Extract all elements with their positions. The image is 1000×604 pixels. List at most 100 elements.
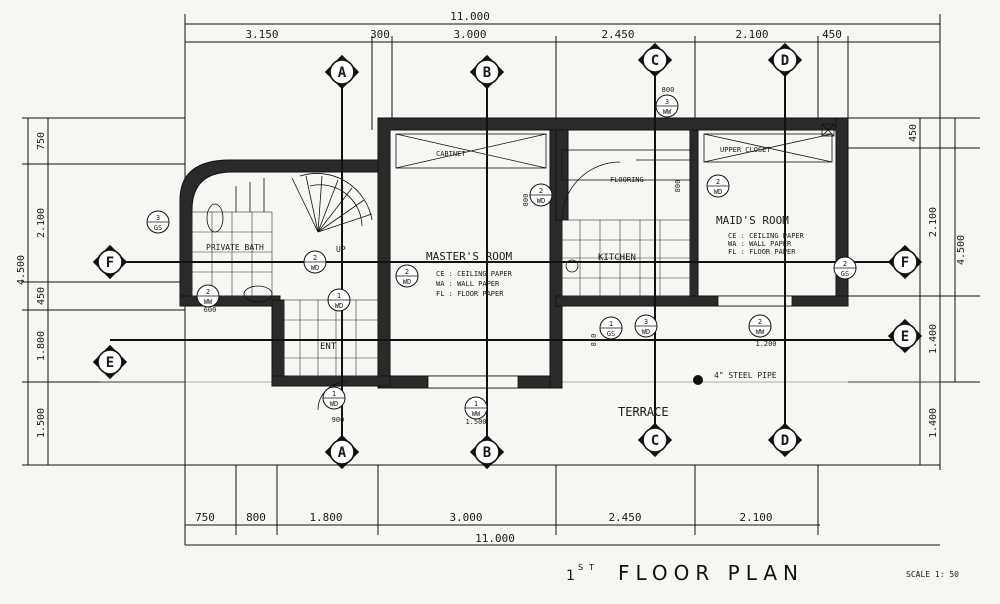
label-cabinet: CABINET	[436, 150, 466, 158]
room-note: FL : FLOOR PAPER	[436, 290, 504, 298]
dim-bottom: 800	[246, 511, 266, 524]
room-label-master: MASTER'S ROOM	[426, 250, 512, 263]
grid-label: F	[106, 255, 114, 271]
dim-right: 2.100	[928, 207, 939, 237]
label-flooring: FLOORING	[610, 176, 644, 184]
tag-dim: 810	[590, 334, 598, 347]
tag-num: 3	[156, 214, 160, 222]
tag-dim: 800	[674, 180, 682, 193]
grid-marker-a-bottom	[324, 434, 360, 470]
label-steel-pipe: 4" STEEL PIPE	[714, 371, 777, 380]
dim-left-total: 4.500	[16, 255, 27, 285]
title-floor-number: 1	[566, 568, 581, 584]
label-stairs-up: UP	[336, 245, 346, 254]
grid-label: B	[483, 65, 491, 81]
tag-num: 1	[332, 390, 336, 398]
tag-type: WD	[330, 400, 338, 408]
dim-left: 1.500	[36, 408, 47, 438]
room-note: CE : CEILING PAPER	[728, 232, 805, 240]
room-note: WA : WALL PAPER	[728, 240, 792, 248]
label-upper-closet: UPPER CLOSET	[720, 146, 771, 154]
tag-type: WW	[204, 298, 213, 306]
tag-num: 2	[313, 254, 317, 262]
tag-num: 1	[609, 320, 613, 328]
dim-bottom: 2.100	[739, 511, 772, 524]
title-text: FLOOR PLAN	[618, 561, 804, 585]
dim-top: 450	[822, 28, 842, 41]
grid-marker-d-top	[767, 42, 803, 78]
room-label-kitchen: KITCHEN	[598, 253, 636, 263]
grid-label: D	[781, 53, 789, 69]
tag-type: WW	[663, 108, 672, 116]
title-scale: SCALE 1: 50	[906, 570, 959, 579]
dim-bottom-total: 11.000	[475, 532, 515, 545]
grid-label: D	[781, 433, 789, 449]
dim-bottom: 750	[195, 511, 215, 524]
tag-type: WD	[642, 328, 650, 336]
tag-type: WW	[472, 410, 481, 418]
grid-marker-c-top	[637, 42, 673, 78]
tag-type: WD	[714, 188, 722, 196]
grid-label: F	[901, 255, 909, 271]
dim-top-total: 11.000	[450, 10, 490, 23]
grid-label: A	[338, 65, 347, 81]
dim-top: 3.000	[453, 28, 486, 41]
tag-num: 2	[716, 178, 720, 186]
tag-type: GS	[841, 270, 849, 278]
dim-left: 2.100	[36, 208, 47, 238]
dim-top: 300	[370, 28, 390, 41]
dim-top: 2.450	[601, 28, 634, 41]
grid-marker-e-right	[887, 318, 923, 354]
grid-label: E	[901, 329, 909, 345]
dim-right: 450	[908, 124, 919, 142]
grid-marker-b-bottom	[469, 434, 505, 470]
dim-bottom: 1.800	[309, 511, 342, 524]
dim-right: 1.400	[928, 408, 939, 438]
grid-marker-d-bottom	[767, 422, 803, 458]
room-note: FL : FLOOR PAPER	[728, 248, 796, 256]
tag-num: 1	[474, 400, 478, 408]
dim-right-total: 4.500	[956, 235, 967, 265]
room-note: WA : WALL PAPER	[436, 280, 500, 288]
tag-type: WD	[403, 278, 411, 286]
dim-top: 3.150	[245, 28, 278, 41]
tag-num: 2	[758, 318, 762, 326]
dim-bottom: 2.450	[608, 511, 641, 524]
title-floor-suffix: ST	[578, 563, 600, 572]
grid-label: C	[651, 433, 659, 449]
tag-num: 2	[843, 260, 847, 268]
tag-num: 3	[665, 98, 669, 106]
tag-dim: 900	[332, 416, 345, 424]
tag-type: GS	[154, 224, 162, 232]
dim-left: 750	[36, 132, 47, 150]
room-label-maid: MAID'S ROOM	[716, 214, 789, 227]
dim-left: 1.800	[36, 331, 47, 361]
dim-top: 2.100	[735, 28, 768, 41]
dim-left: 450	[36, 287, 47, 305]
room-label-terrace: TERRACE	[618, 405, 669, 419]
tag-dim: 1.200	[755, 340, 776, 348]
grid-label: E	[106, 355, 114, 371]
tag-dim: 800	[522, 194, 530, 207]
tag-num: 1	[337, 292, 341, 300]
grid-marker-f-left	[92, 244, 128, 280]
grid-label: A	[338, 445, 347, 461]
room-note: CE : CEILING PAPER	[436, 270, 513, 278]
tag-dim: 600	[204, 306, 217, 314]
room-label-entry: ENT	[320, 342, 337, 352]
grid-marker-c-bottom	[637, 422, 673, 458]
tag-type: GS	[607, 330, 615, 338]
tag-num: 3	[644, 318, 648, 326]
tag-num: 2	[539, 187, 543, 195]
tag-num: 2	[405, 268, 409, 276]
grid-marker-b-top	[469, 54, 505, 90]
grid-label: C	[651, 53, 659, 69]
tag-type: WD	[311, 264, 319, 272]
grid-label: B	[483, 445, 491, 461]
dim-bottom: 3.000	[449, 511, 482, 524]
grid-marker-f-right	[887, 244, 923, 280]
tag-dim: 1.500	[465, 418, 486, 426]
room-label-bath: PRIVATE BATH	[206, 243, 264, 252]
tag-type: WD	[537, 197, 545, 205]
